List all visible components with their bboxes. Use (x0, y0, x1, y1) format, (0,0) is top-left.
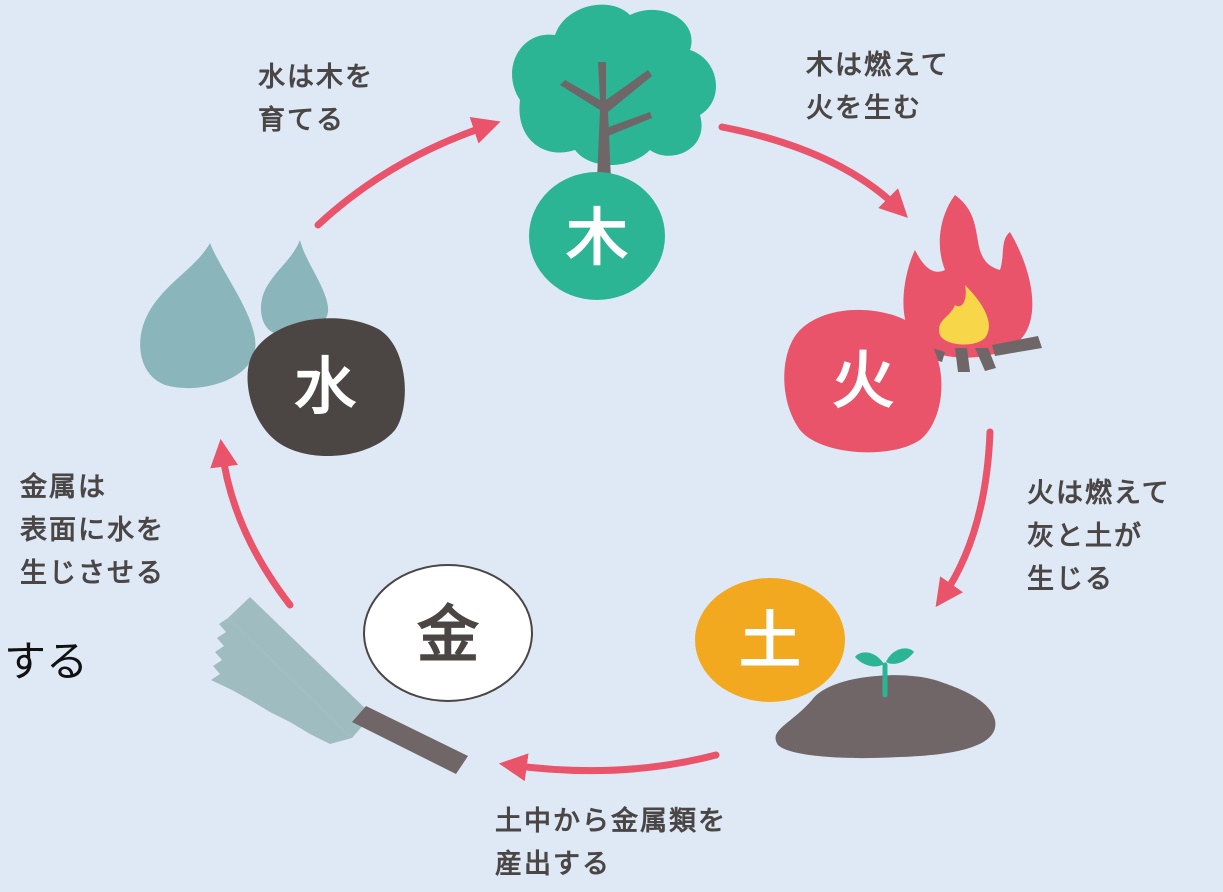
water-circle (247, 318, 405, 457)
fire-char: 火 (832, 344, 894, 417)
sprout-leaf-right (886, 648, 914, 664)
soil-sprout-icon (775, 648, 996, 759)
tree-canopy (512, 4, 717, 165)
flame-inner (938, 285, 989, 345)
saw-blade (228, 597, 372, 738)
saw-handle (352, 706, 468, 774)
arrow-wood-to-fire (718, 123, 908, 218)
partial-text-fragment: する (4, 637, 89, 686)
flame-outer (903, 195, 1033, 358)
caption-earth-to-metal: 土中から金属類を 産出する (495, 806, 727, 880)
tree-trunk (560, 62, 652, 180)
log-right (992, 336, 1042, 356)
water-drop-large (140, 243, 256, 389)
metal-circle (363, 564, 533, 702)
arrow-metal-to-water (210, 438, 294, 609)
sprout-leaf-left (855, 652, 884, 667)
fire-circle (784, 309, 942, 453)
arrow-water-to-wood (314, 116, 501, 229)
arrow-fire-to-earth (935, 428, 994, 608)
log-mid (955, 348, 970, 372)
saw-icon (211, 597, 468, 774)
log-mid2 (975, 348, 996, 371)
metal-char: 金 (416, 598, 480, 671)
tree-icon (512, 4, 717, 180)
earth-circle (695, 578, 845, 702)
water-drop-small (260, 240, 329, 336)
caption-metal-to-water: 金属は 表面に水を 生じさせる (20, 472, 165, 589)
arrow-earth-to-metal (498, 751, 720, 782)
water-drops-icon (140, 240, 329, 389)
caption-water-to-wood: 水は木を 育てる (258, 62, 374, 136)
water-char: 水 (294, 350, 357, 423)
earth-char: 土 (739, 604, 801, 677)
wood-circle (529, 172, 665, 300)
caption-fire-to-earth: 火は燃えて 灰と土が 生じる (1027, 478, 1171, 595)
caption-wood-to-fire: 木は燃えて 火を生む (806, 50, 950, 124)
wood-char: 木 (566, 201, 628, 274)
saw-teeth (211, 618, 352, 744)
soil-mound (775, 675, 996, 759)
